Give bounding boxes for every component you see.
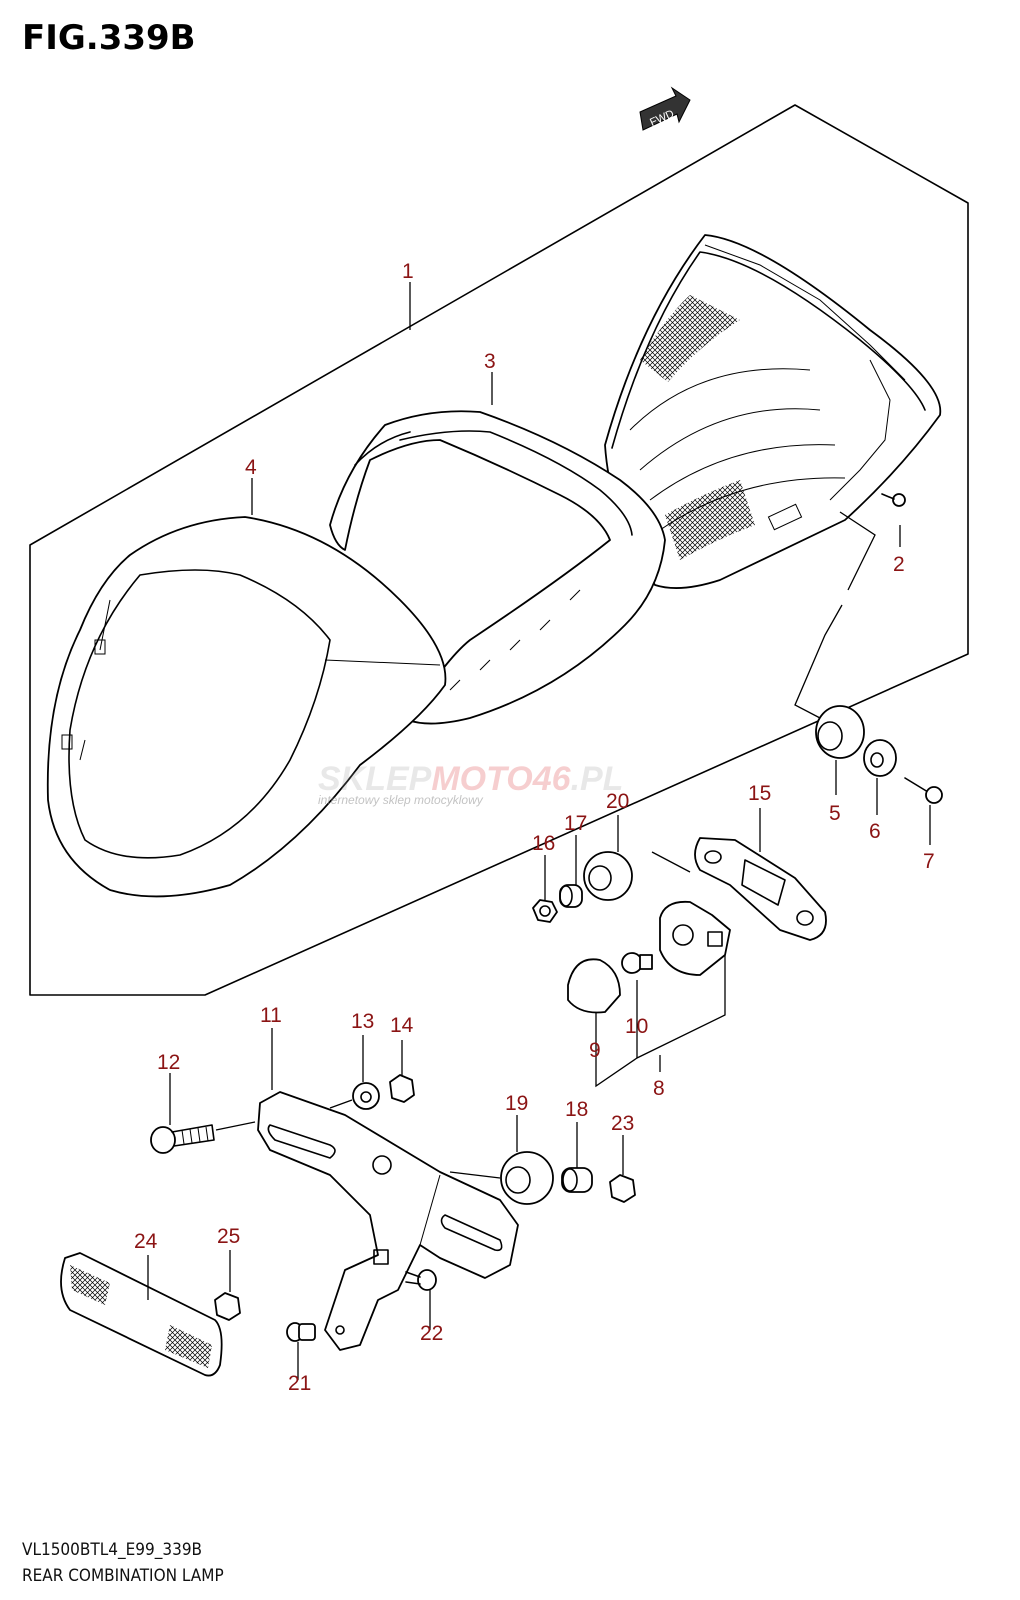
bulb-part-21 <box>286 1322 316 1342</box>
callout-2: 2 <box>893 553 905 576</box>
svg-text:SKLEPMOTO46.PL: SKLEPMOTO46.PL <box>318 760 623 798</box>
fwd-arrow-icon: FWD <box>639 86 691 131</box>
screw-part-2 <box>881 493 906 507</box>
grommet-part-20 <box>583 851 633 901</box>
callout-19: 19 <box>505 1092 528 1115</box>
callout-14: 14 <box>390 1014 414 1037</box>
collar-part-18 <box>561 1167 593 1193</box>
nut-part-23 <box>609 1174 636 1203</box>
watermark-brand-left: SKLEP <box>318 760 432 798</box>
bolt-part-12 <box>150 1124 215 1154</box>
washer-part-6 <box>863 739 897 777</box>
callout-4: 4 <box>245 456 257 479</box>
collar-part-17 <box>559 884 583 908</box>
bulb-socket-part <box>659 900 731 976</box>
callout-7: 7 <box>923 850 935 873</box>
callout-23: 23 <box>611 1112 634 1135</box>
model-code: VL1500BTL4_E99_339B <box>22 1540 203 1560</box>
bolt-part-22 <box>405 1269 437 1291</box>
callout-10: 10 <box>625 1015 648 1038</box>
figure-title: FIG.339B <box>22 18 196 58</box>
lens-cap-part-9 <box>567 958 621 1014</box>
callout-24: 24 <box>134 1230 158 1253</box>
license-bracket-part-11 <box>257 1091 519 1351</box>
callout-25: 25 <box>217 1225 240 1248</box>
lamp-cover-part <box>46 516 447 898</box>
callout-11: 11 <box>260 1004 282 1027</box>
nut-part-25 <box>214 1292 241 1321</box>
screw-part-7 <box>904 777 943 804</box>
watermark-tagline: internetowy sklep motocyklowy <box>318 793 484 807</box>
watermark-brand-tld: .PL <box>571 760 624 798</box>
callout-9: 9 <box>589 1039 601 1062</box>
assembly-name: REAR COMBINATION LAMP <box>22 1566 224 1586</box>
nut-part-14 <box>389 1074 415 1103</box>
gasket-part <box>329 410 666 725</box>
bulb-part-10 <box>621 952 653 974</box>
collar-part-13 <box>352 1082 380 1110</box>
callout-22: 22 <box>420 1322 443 1345</box>
assembly-boundary <box>29 104 969 996</box>
callout-18: 18 <box>565 1098 588 1121</box>
callout-1: 1 <box>402 260 414 283</box>
reflector-part-24 <box>60 1252 223 1377</box>
watermark-brand-num: 46 <box>532 760 572 798</box>
callout-labels: 1 2 3 4 5 6 7 8 9 10 11 12 13 14 15 16 1… <box>134 260 935 1395</box>
grommet-part-19 <box>500 1151 554 1205</box>
callout-17: 17 <box>564 812 587 835</box>
callout-20: 20 <box>606 790 629 813</box>
watermark-brand-mid: MOTO <box>431 760 532 798</box>
callout-12: 12 <box>157 1051 180 1074</box>
watermark: SKLEPMOTO46.PL internetowy sklep motocyk… <box>318 760 623 807</box>
callout-16: 16 <box>532 832 555 855</box>
callout-5: 5 <box>829 802 841 825</box>
callout-13: 13 <box>351 1010 374 1033</box>
callout-21: 21 <box>288 1372 311 1395</box>
callout-6: 6 <box>869 820 881 843</box>
grommet-part-5 <box>815 705 865 759</box>
callout-3: 3 <box>484 350 496 373</box>
nut-part-16 <box>532 899 558 923</box>
callout-15: 15 <box>748 782 771 805</box>
callout-8: 8 <box>653 1077 665 1100</box>
bracket-plate-part-15 <box>694 837 827 941</box>
lamp-housing-part <box>604 234 942 589</box>
